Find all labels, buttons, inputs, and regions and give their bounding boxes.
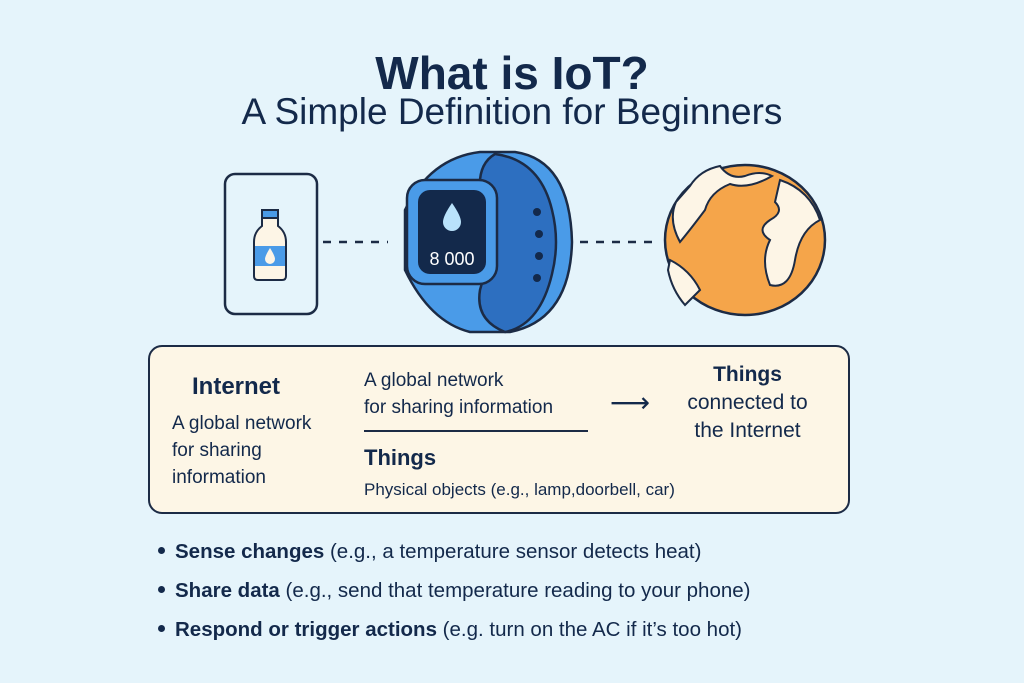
globe-icon bbox=[663, 163, 827, 317]
bullet-text: (e.g., send that temperature reading to … bbox=[279, 579, 751, 602]
things-description: Physical objects (e.g., lamp,doorbell, c… bbox=[364, 480, 675, 499]
internet-description: A global network for sharing information bbox=[172, 410, 311, 491]
bullet-bold: Sense changes bbox=[175, 540, 325, 563]
internet-desc-line: for sharing bbox=[172, 440, 262, 461]
bullet-bold: Share data bbox=[175, 579, 280, 602]
things-heading: Things bbox=[364, 445, 437, 470]
bullet-item: Respond or trigger actions (e.g. turn on… bbox=[158, 616, 750, 655]
page-subtitle: A Simple Definition for Beginners bbox=[241, 91, 783, 132]
middle-desc-line: A global network bbox=[364, 370, 504, 391]
page-title: What is IoT? bbox=[375, 47, 649, 99]
bullet-bold: Respond or trigger actions bbox=[175, 618, 437, 641]
water-bottle-icon bbox=[223, 172, 319, 316]
result-line: connected to bbox=[687, 391, 808, 414]
result-text: Things connected to the Internet bbox=[650, 361, 845, 445]
result-line: the Internet bbox=[694, 419, 801, 442]
bullet-item: Sense changes (e.g., a temperature senso… bbox=[158, 538, 750, 577]
bullet-text: (e.g., a temperature sensor detects heat… bbox=[324, 540, 702, 563]
bullet-icon bbox=[158, 547, 165, 555]
middle-description: A global network for sharing information bbox=[364, 367, 553, 421]
result-line: Things bbox=[713, 363, 782, 386]
bullet-item: Share data (e.g., send that temperature … bbox=[158, 577, 750, 616]
definition-box: Internet A global network for sharing in… bbox=[148, 345, 850, 514]
bullet-text: (e.g. turn on the AC if it’s too hot) bbox=[436, 618, 742, 641]
divider bbox=[364, 430, 588, 432]
internet-desc-line: A global network bbox=[172, 413, 312, 434]
internet-heading: Internet bbox=[192, 373, 281, 400]
bullet-icon bbox=[158, 586, 165, 594]
bullet-list: Sense changes (e.g., a temperature senso… bbox=[158, 538, 750, 655]
arrow-icon: ⟶ bbox=[610, 387, 651, 418]
bullet-icon bbox=[158, 625, 165, 633]
watch-reading: 8 000 bbox=[429, 249, 474, 269]
smartwatch-icon: 8 000 bbox=[403, 150, 574, 334]
internet-desc-line: information bbox=[172, 467, 266, 488]
iot-illustration: 8 000 bbox=[223, 150, 827, 334]
middle-desc-line: for sharing information bbox=[364, 397, 554, 418]
